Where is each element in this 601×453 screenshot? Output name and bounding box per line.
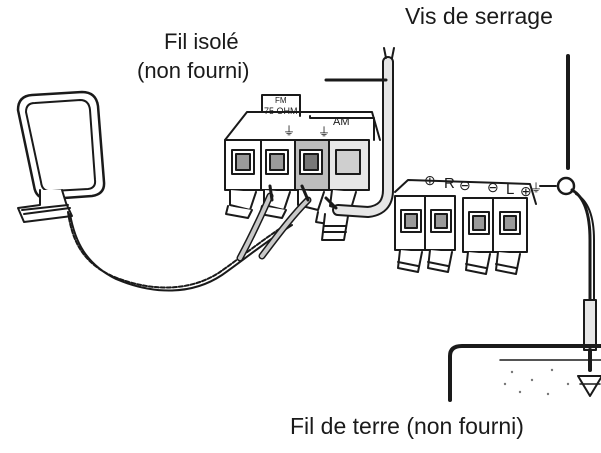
am-label: AM bbox=[333, 116, 350, 128]
soil-texture bbox=[503, 368, 570, 396]
am-ground-symbol: ⏚ bbox=[318, 125, 330, 139]
clamp-screw bbox=[556, 176, 576, 196]
clamp-screw-label: Vis de serrage bbox=[405, 3, 553, 29]
earth-surface bbox=[448, 344, 601, 402]
speaker-terminal-block bbox=[394, 179, 537, 275]
antenna-terminal-block bbox=[224, 94, 381, 241]
insulated-wire-label: Fil isolé bbox=[164, 29, 239, 54]
speaker-r-label: R bbox=[444, 175, 455, 192]
fm-label: FM bbox=[275, 96, 287, 105]
insulated-wire-note: (non fourni) bbox=[137, 58, 250, 83]
speaker-l-label: L bbox=[506, 181, 514, 198]
ground-wire-label: Fil de terre (non fourni) bbox=[290, 413, 524, 439]
fm-ground-symbol: ⏚ bbox=[283, 124, 295, 138]
speaker-r-minus: ⊖ bbox=[459, 177, 471, 193]
fm-impedance-label: 75 OHM bbox=[264, 106, 298, 116]
ground-stake bbox=[577, 375, 601, 397]
am-loop-antenna bbox=[16, 90, 106, 223]
ground-wire bbox=[570, 188, 592, 302]
speaker-l-plus: ⊕ bbox=[520, 183, 532, 199]
speaker-r-plus: ⊕ bbox=[424, 172, 436, 188]
am-antenna-cable bbox=[67, 211, 291, 289]
clamp-ground-symbol: ⏚ bbox=[530, 181, 542, 195]
speaker-l-minus: ⊖ bbox=[487, 179, 499, 195]
